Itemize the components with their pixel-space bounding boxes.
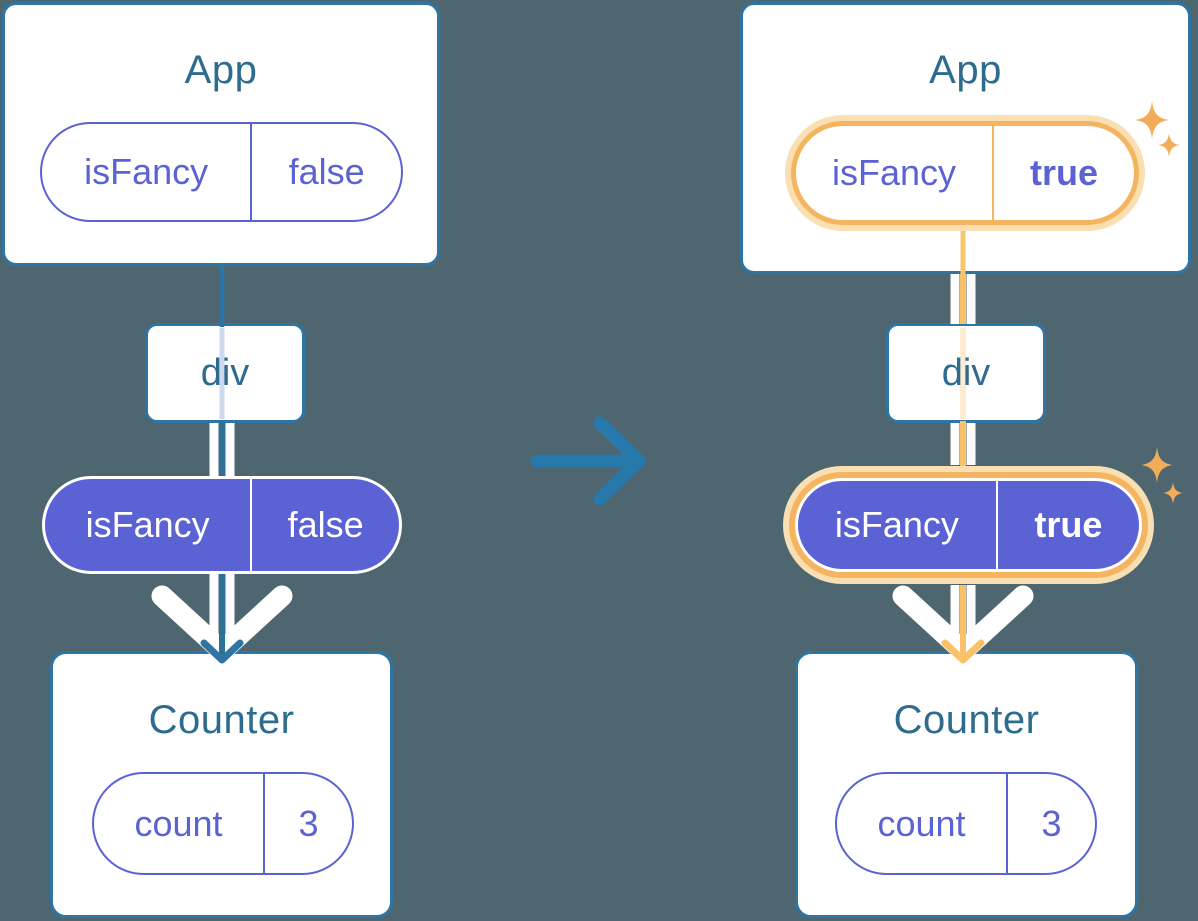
left-prop-arrow-to-counter [151, 573, 293, 664]
right-counter-state-pill: count 3 [835, 772, 1097, 875]
prop-value: true [1030, 152, 1099, 193]
sparkles-passed-pill [1141, 447, 1183, 504]
right-div-label: div [941, 351, 991, 394]
left-white-chevron [151, 585, 293, 662]
right-div-card [886, 323, 1046, 423]
prop-value: false [287, 504, 364, 545]
state-value: 3 [1041, 802, 1062, 844]
right-prop-pipe-div-to-pill [950, 421, 976, 466]
left-app-prop-pill: isFancy false [40, 122, 403, 222]
left-prop-pipe-div-to-pill [209, 421, 235, 478]
sparkle-icon [1163, 482, 1183, 504]
prop-value: true [1034, 504, 1103, 545]
state-value: 3 [298, 802, 319, 844]
prop-key: isFancy [796, 126, 995, 220]
right-app-title: App [929, 48, 1002, 92]
state-key: count [94, 774, 265, 873]
right-prop-arrow-to-counter [892, 585, 1034, 664]
left-div-label: div [200, 351, 250, 394]
left-div-card [145, 323, 305, 423]
sparkle-icon [1141, 447, 1173, 483]
prop-value: false [288, 151, 365, 192]
right-prop-pipe-app-to-div [950, 274, 976, 324]
prop-key: isFancy [798, 481, 998, 569]
transition-arrow-icon [530, 416, 646, 506]
prop-key: isFancy [45, 479, 253, 571]
left-counter-state-pill: count 3 [92, 772, 354, 875]
prop-key: isFancy [42, 124, 253, 220]
left-passed-prop-pill: isFancy false [42, 476, 402, 574]
right-app-prop-pill: isFancy true [791, 121, 1139, 225]
left-app-title: App [184, 48, 258, 92]
right-white-chevron [892, 585, 1034, 662]
right-counter-title: Counter [893, 698, 1040, 742]
left-counter-title: Counter [148, 698, 295, 742]
right-passed-prop-pill: isFancy true [795, 478, 1142, 572]
state-key: count [837, 774, 1008, 873]
